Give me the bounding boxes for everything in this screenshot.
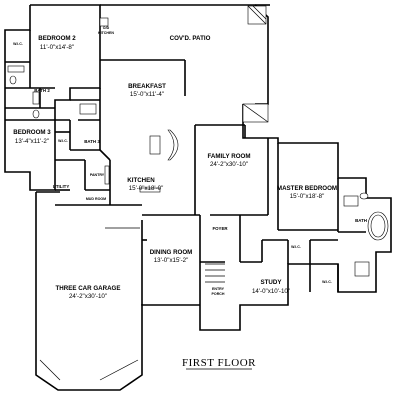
wic-label-2: W.I.C. xyxy=(58,139,68,143)
kitchen-dims: 15'-0"x18'-0" xyxy=(129,185,164,192)
room-labels: BEDROOM 2 11'-0"x14'-8" COV'D. PATIO BRE… xyxy=(13,26,367,300)
study-dims: 14'-0"x10'-10" xyxy=(252,288,290,295)
interior-walls xyxy=(5,30,366,302)
master-bedroom-label: MASTER BEDROOM xyxy=(277,185,337,192)
pantry-label: PANTRY xyxy=(90,173,105,177)
three-car-garage-label: THREE CAR GARAGE xyxy=(56,285,121,292)
entry-porch-label-2: PORCH xyxy=(212,292,225,296)
wic-label-1: W.I.C. xyxy=(13,42,23,46)
exterior-walls xyxy=(4,4,392,391)
bedroom-2-dims: 11'-0"x14'-8" xyxy=(40,44,74,51)
wic-label-4: W.I.C. xyxy=(322,280,332,284)
breakfast-dims: 15'-0"x11'-4" xyxy=(130,91,164,98)
dining-room-dims: 13'-0"x15'-2" xyxy=(154,257,189,264)
kitchen-label: KITCHEN xyxy=(127,177,155,184)
dining-room-label: DINING ROOM xyxy=(150,249,193,256)
patio-details xyxy=(99,5,269,123)
bath-fixtures xyxy=(7,65,389,277)
bedroom-2-label: BEDROOM 2 xyxy=(38,35,76,42)
master-bedroom-dims: 15'-0"x18'-8" xyxy=(290,193,325,200)
bath-3-label: BATH 3 xyxy=(84,139,100,144)
utility-label: UTILITY xyxy=(53,184,70,189)
family-room-dims: 24'-2"x30'-10" xyxy=(210,161,248,168)
wic-label-3: W.I.C. xyxy=(291,245,301,249)
foyer-label: FOYER xyxy=(212,226,228,231)
breakfast-label: BREAKFAST xyxy=(128,83,166,90)
master-bath-label: BATH xyxy=(355,218,367,223)
od-label-1: O/D xyxy=(103,26,110,30)
mud-room-label: MUD ROOM xyxy=(86,197,106,201)
three-car-garage-dims: 24'-2"x30'-10" xyxy=(69,293,107,300)
bedroom-3-dims: 13'-4"x11'-2" xyxy=(15,138,49,145)
od-label-2: KITCHEN xyxy=(98,31,114,35)
garage-door-marks xyxy=(39,227,140,381)
study-label: STUDY xyxy=(261,279,283,286)
floor-title: FIRST FLOOR xyxy=(182,357,256,369)
kitchen-island xyxy=(104,129,179,193)
covd-patio-label: COV'D. PATIO xyxy=(170,35,211,42)
bath-2-label: BATH 2 xyxy=(34,88,50,93)
stair-steps xyxy=(205,263,225,283)
bedroom-3-label: BEDROOM 3 xyxy=(13,129,51,136)
entry-porch-label-1: ENTRY xyxy=(212,287,225,291)
family-room-label: FAMILY ROOM xyxy=(208,153,251,160)
